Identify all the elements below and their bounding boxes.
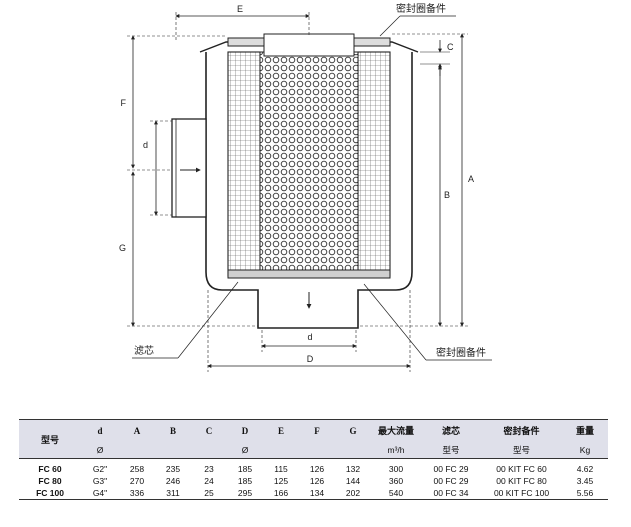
- subheader-seal-kit: 型号: [481, 441, 562, 459]
- cell-B: 235: [165, 464, 181, 474]
- table-row: FC 60 G2" 258 235 23 185 115 126 132 300…: [19, 459, 608, 476]
- subheader-A: [119, 441, 155, 459]
- callout-filter-element: 滤芯: [132, 281, 239, 359]
- cell-filter: 00 FC 29: [433, 476, 469, 486]
- cell-model: FC 80: [38, 476, 62, 486]
- header-B: B: [155, 419, 191, 441]
- cell-seal-kit: 00 KIT FC 60: [496, 464, 547, 474]
- header-F: F: [299, 419, 335, 441]
- header-filter: 滤芯: [421, 419, 481, 441]
- dimension-d-inlet: d: [143, 120, 172, 216]
- dim-label-d-left: d: [143, 140, 148, 150]
- cell-G: 144: [345, 476, 361, 486]
- cell-filter: 00 FC 34: [421, 487, 481, 500]
- header-weight: 重量: [562, 419, 608, 441]
- spec-table: 型号 d A B C D E F G 最大流量 滤芯 密封备件 重量 Ø Ø: [19, 419, 608, 500]
- cell-A: 336: [119, 487, 155, 500]
- subheader-max-flow: m³/h: [371, 441, 421, 459]
- cell-E: 115: [274, 464, 288, 474]
- header-D: D: [227, 419, 263, 441]
- cell-d: G3": [92, 476, 108, 486]
- cell-C: 24: [204, 476, 214, 486]
- dimension-C: C: [420, 40, 454, 76]
- dim-label-B: B: [444, 190, 450, 200]
- cell-F: 134: [299, 487, 335, 500]
- cell-E: 125: [273, 476, 289, 486]
- dim-label-G: G: [119, 243, 126, 253]
- dimension-F-G: F G: [119, 35, 258, 327]
- cell-filter: 00 FC 29: [433, 464, 469, 474]
- cell-D: 185: [237, 464, 253, 474]
- subheader-D: Ø: [227, 441, 263, 459]
- header-d: d: [81, 419, 119, 441]
- callout-seal-bottom-label: 密封圈备件: [436, 346, 486, 359]
- subheader-G: [335, 441, 371, 459]
- cell-G: 202: [335, 487, 371, 500]
- subheader-F: [299, 441, 335, 459]
- subheader-C: [191, 441, 227, 459]
- cell-C: 23: [204, 464, 214, 474]
- subheader-weight: Kg: [562, 441, 608, 459]
- subheader-E: [263, 441, 299, 459]
- cell-A: 270: [129, 476, 145, 486]
- dim-label-E: E: [237, 4, 243, 14]
- cell-D: 295: [227, 487, 263, 500]
- dim-label-D: D: [307, 354, 314, 364]
- table-header-row: 型号 d A B C D E F G 最大流量 滤芯 密封备件 重量: [19, 419, 608, 459]
- filter-technical-drawing: E C A B F G d d: [119, 2, 492, 372]
- dimension-B: B: [438, 65, 450, 327]
- subheader-B: [155, 441, 191, 459]
- cell-max-flow: 300: [388, 464, 404, 474]
- cell-d: G2": [92, 464, 108, 474]
- header-seal-kit: 密封备件: [481, 419, 562, 441]
- dim-label-A: A: [468, 174, 474, 184]
- dim-label-d-bottom: d: [307, 332, 312, 342]
- cell-F: 126: [309, 476, 325, 486]
- cell-A: 258: [129, 464, 145, 474]
- filter-element: [227, 33, 391, 279]
- subheader-filter: 型号: [421, 441, 481, 459]
- callout-filter-element-label: 滤芯: [134, 344, 154, 357]
- table-row: FC 100 G4" 336 311 25 295 166 134 202 54…: [19, 487, 608, 500]
- dimension-D: D: [207, 290, 411, 372]
- cell-B: 246: [165, 476, 181, 486]
- cell-B: 311: [155, 487, 191, 500]
- cell-weight: 5.56: [562, 487, 608, 500]
- cell-weight: 4.62: [576, 464, 594, 474]
- cell-D: 185: [237, 476, 253, 486]
- header-C: C: [191, 419, 227, 441]
- dimension-d-outlet: d: [261, 330, 357, 352]
- dimension-A: A: [360, 33, 474, 327]
- cell-max-flow: 540: [371, 487, 421, 500]
- dimension-E: E: [175, 4, 310, 40]
- cell-E: 166: [263, 487, 299, 500]
- cell-weight: 3.45: [576, 476, 594, 486]
- header-G: G: [335, 419, 371, 441]
- cell-F: 126: [309, 464, 325, 474]
- header-model: 型号: [19, 419, 81, 459]
- subheader-d: Ø: [81, 441, 119, 459]
- callout-seal-top: 密封圈备件: [379, 2, 456, 37]
- callout-seal-top-label: 密封圈备件: [396, 2, 446, 15]
- table-subheader-row: Ø Ø m³/h 型号 型号 Kg: [19, 441, 608, 459]
- header-max-flow: 最大流量: [371, 419, 421, 441]
- cell-seal-kit: 00 KIT FC 100: [481, 487, 562, 500]
- cell-model: FC 60: [38, 464, 62, 474]
- dim-label-F: F: [121, 98, 127, 108]
- cell-d: G4": [81, 487, 119, 500]
- inlet-pipe: [171, 118, 207, 218]
- dim-label-C: C: [447, 42, 454, 52]
- cell-C: 25: [191, 487, 227, 500]
- cell-seal-kit: 00 KIT FC 80: [496, 476, 547, 486]
- cell-max-flow: 360: [388, 476, 404, 486]
- header-A: A: [119, 419, 155, 441]
- cell-model: FC 100: [19, 487, 81, 500]
- header-E: E: [263, 419, 299, 441]
- callout-seal-bottom: 密封圈备件: [363, 283, 492, 361]
- table-row: FC 80 G3" 270 246 24 185 125 126 144 360…: [19, 475, 608, 487]
- cell-G: 132: [345, 464, 361, 474]
